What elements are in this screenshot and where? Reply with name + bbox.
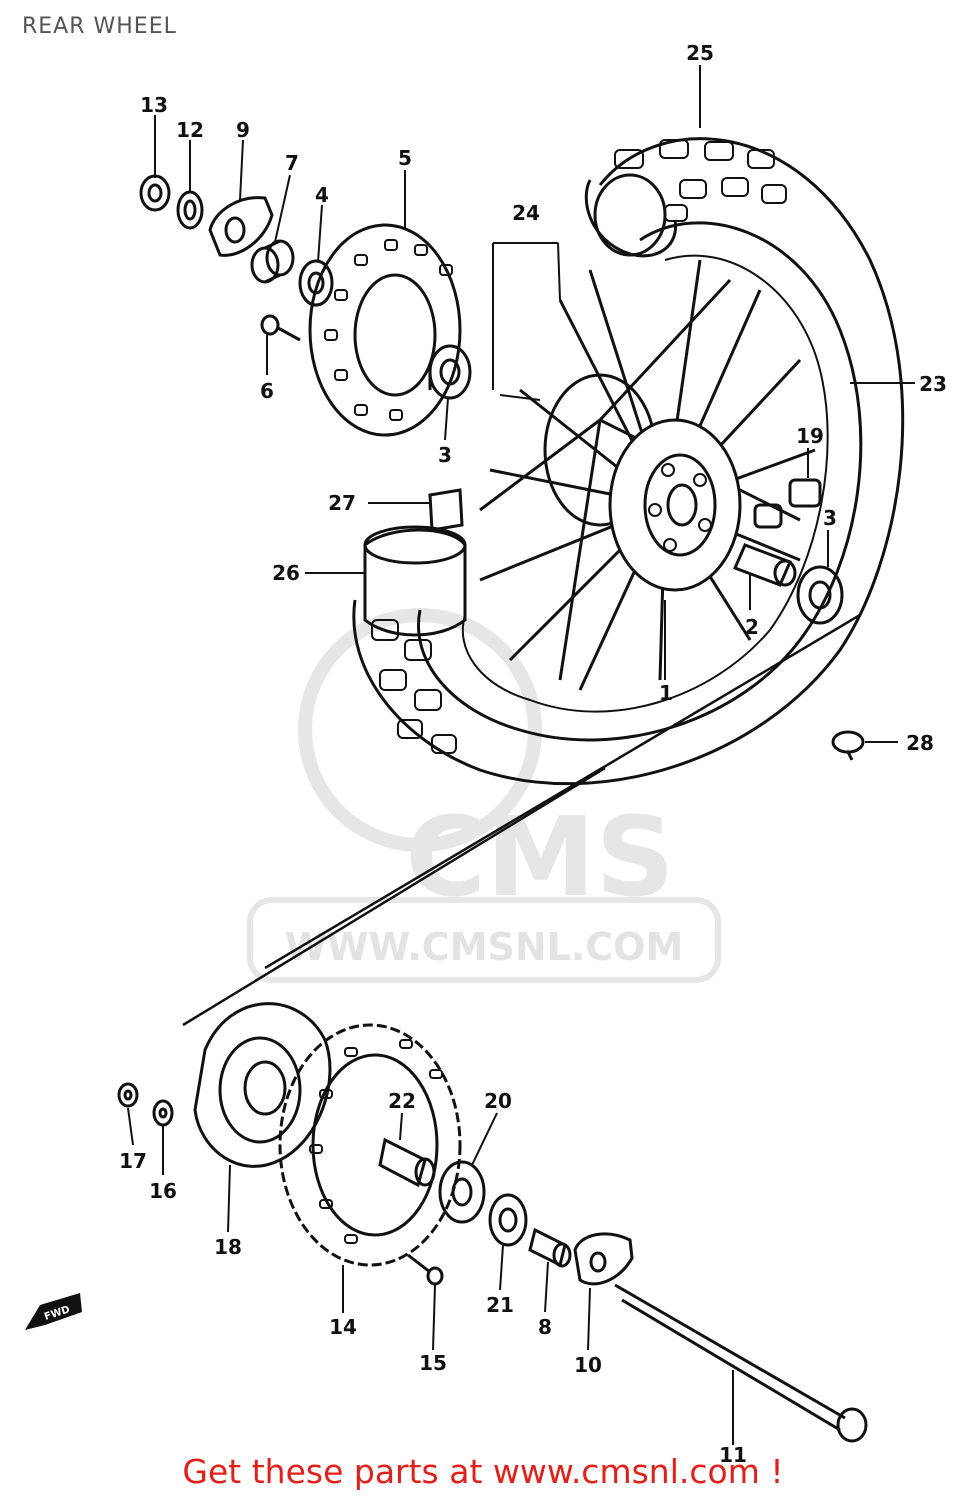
spacer-7 — [250, 239, 295, 284]
page-title: REAR WHEEL — [22, 14, 177, 39]
disc-bolt-6 — [260, 314, 301, 342]
label-15: 15 — [419, 1351, 447, 1375]
tire-25 — [352, 137, 905, 786]
sprocket-bolt-15 — [407, 1253, 444, 1286]
spacer-22 — [378, 1137, 436, 1188]
sprocket-drum-18 — [193, 1002, 332, 1168]
label-8: 8 — [538, 1315, 552, 1339]
label-28: 28 — [906, 731, 934, 755]
label-5: 5 — [398, 146, 412, 170]
washer-16 — [152, 1099, 174, 1127]
label-22: 22 — [388, 1089, 416, 1113]
label-6: 6 — [260, 379, 274, 403]
forward-direction-arrow: FWD — [25, 1293, 82, 1330]
wheel-hub-1 — [543, 373, 742, 592]
bearing-20 — [438, 1160, 486, 1224]
label-23: 23 — [919, 372, 947, 396]
label-7: 7 — [285, 151, 299, 175]
oil-seal-4 — [298, 259, 334, 307]
label-25: 25 — [686, 41, 714, 65]
oil-seal-21 — [488, 1193, 528, 1247]
spacer-8 — [528, 1227, 572, 1268]
washer-12 — [176, 190, 204, 230]
rear-sprocket-14 — [278, 1023, 462, 1267]
label-4: 4 — [315, 183, 329, 207]
label-14: 14 — [329, 1315, 357, 1339]
label-27: 27 — [328, 491, 356, 515]
label-20: 20 — [484, 1089, 512, 1113]
label-12: 12 — [176, 118, 204, 142]
part-labels: 13 12 9 7 4 5 25 24 23 6 3 19 3 27 26 2 … — [119, 41, 947, 1467]
leader-lines — [127, 65, 915, 1445]
bearing-3-left — [428, 344, 472, 400]
axle-nut-13 — [139, 174, 171, 212]
label-24: 24 — [512, 201, 540, 225]
label-26: 26 — [272, 561, 300, 585]
label-10: 10 — [574, 1353, 602, 1377]
label-2: 2 — [745, 615, 759, 639]
label-3-left: 3 — [438, 443, 452, 467]
label-1: 1 — [659, 681, 673, 705]
label-11: 11 — [719, 1443, 747, 1467]
label-9: 9 — [236, 118, 250, 142]
watermark-logo-text: CMS — [405, 793, 674, 921]
chain-adjuster-10 — [573, 1232, 634, 1286]
label-19: 19 — [796, 424, 824, 448]
valve-cap-28 — [831, 730, 865, 761]
label-18: 18 — [214, 1235, 242, 1259]
axle-11 — [614, 1283, 868, 1443]
label-16: 16 — [149, 1179, 177, 1203]
nut-17 — [117, 1082, 139, 1108]
label-3-right: 3 — [823, 506, 837, 530]
get-parts-link[interactable]: Get these parts at www.cmsnl.com ! — [182, 1452, 784, 1491]
assembly-separator-lines — [182, 613, 861, 1027]
bearing-3-right — [796, 565, 844, 625]
watermark-url-text: WWW.CMSNL.COM — [285, 925, 684, 969]
label-17: 17 — [119, 1149, 147, 1173]
damper-19 — [753, 478, 822, 529]
chain-adjuster-9 — [208, 196, 274, 257]
label-13: 13 — [140, 93, 168, 117]
rim-lock-27 — [428, 488, 464, 532]
brake-disc-5 — [308, 223, 462, 437]
rim-band-26 — [363, 525, 467, 637]
hub-spacer-2 — [732, 543, 797, 587]
cms-watermark: CMS WWW.CMSNL.COM — [247, 608, 721, 983]
label-21: 21 — [486, 1293, 514, 1317]
